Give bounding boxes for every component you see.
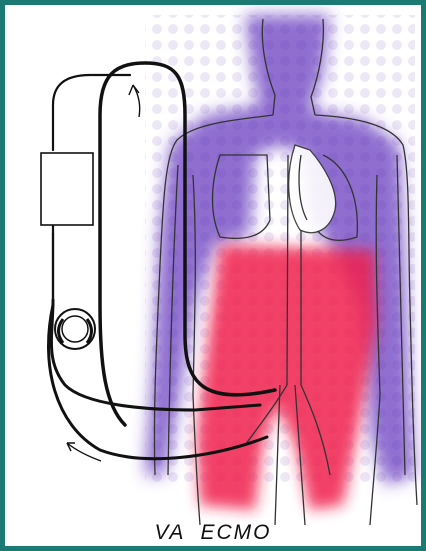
ecmo-illustration bbox=[5, 5, 421, 546]
roller-pump-icon bbox=[55, 309, 95, 349]
diagram-frame: VA ECMO bbox=[5, 5, 421, 546]
diagram-caption: VA ECMO bbox=[5, 521, 421, 545]
flow-arrow-up-icon bbox=[129, 85, 140, 117]
oxygenator-box-icon bbox=[41, 153, 93, 225]
flow-arrow-left-icon bbox=[67, 443, 101, 461]
